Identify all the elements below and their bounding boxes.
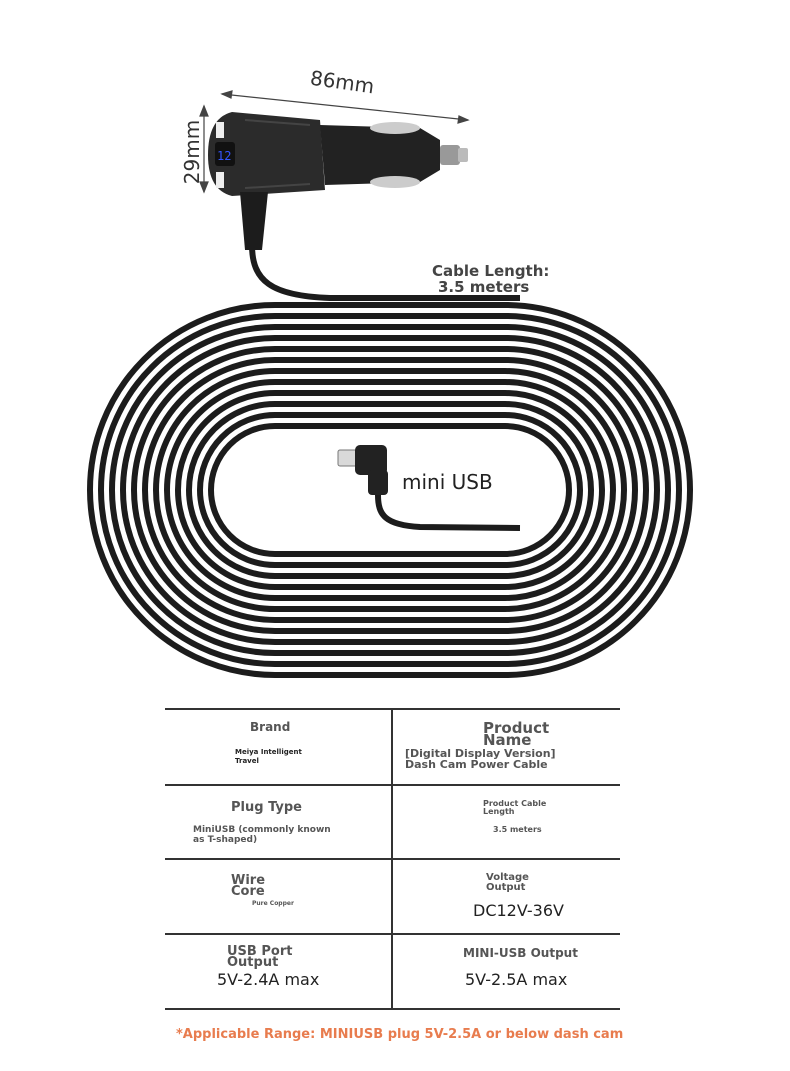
voltage-title: Voltage Output — [486, 872, 529, 893]
charger-display: 12 — [217, 149, 231, 163]
cable-lead — [249, 244, 520, 301]
voltage-cell: Voltage Output DC12V-36V — [393, 859, 620, 933]
brand-title: Brand — [250, 720, 291, 734]
plug-type-cell: Plug Type MiniUSB (commonly known as T-s… — [165, 784, 391, 858]
table-row: Brand Meiya Intelligent Travel Product N… — [165, 710, 620, 786]
wire-core-cell: Wire Core Pure Copper — [165, 859, 391, 933]
wire-core-title: Wire Core — [231, 873, 266, 899]
table-row: USB Port Output 5V-2.4A max MINI-USB Out… — [165, 934, 620, 1010]
product-name-cell: Product Name [Digital Display Version] D… — [393, 710, 620, 784]
product-illustration: 12 — [87, 90, 693, 678]
table-row: Wire Core Pure Copper Voltage Output DC1… — [165, 859, 620, 935]
product-image: 12 86mm 29mm Cable Length: 3.5 meters mi… — [87, 66, 693, 678]
inner-cable — [375, 494, 521, 531]
cable-length-value: 3.5 meters — [438, 278, 530, 296]
product-name-title: Product Name — [483, 719, 550, 749]
wire-core-value: Pure Copper — [252, 900, 294, 907]
usb-port-cell: USB Port Output 5V-2.4A max — [165, 934, 391, 1008]
usb-port-value: 5V-2.4A max — [217, 970, 320, 989]
mini-usb-output-cell: MINI-USB Output 5V-2.5A max — [393, 934, 620, 1008]
voltage-value: DC12V-36V — [473, 901, 564, 920]
plug-type-value: MiniUSB (commonly known as T-shaped) — [193, 825, 331, 845]
brand-cell: Brand Meiya Intelligent Travel — [165, 710, 391, 784]
plug-type-title: Plug Type — [231, 800, 302, 815]
cable-length-label: Cable Length: — [432, 262, 550, 280]
dimension-arrows — [199, 90, 470, 194]
cable-length-table-value: 3.5 meters — [493, 825, 542, 834]
applicable-range-note: *Applicable Range: MINIUSB plug 5V-2.5A … — [176, 1027, 624, 1042]
car-charger: 12 — [208, 112, 468, 250]
height-dimension-label: 29mm — [180, 119, 205, 185]
coiled-cable — [87, 302, 693, 678]
product-name-value: [Digital Display Version] Dash Cam Power… — [405, 747, 556, 771]
brand-value: Meiya Intelligent Travel — [235, 748, 302, 765]
spec-table: Brand Meiya Intelligent Travel Product N… — [165, 708, 620, 1010]
mini-usb-output-title: MINI-USB Output — [463, 946, 578, 960]
mini-usb-label: mini USB — [402, 470, 493, 494]
cable-length-cell: Product Cable Length 3.5 meters — [393, 784, 620, 858]
mini-usb-output-value: 5V-2.5A max — [465, 970, 568, 989]
mini-usb-connector — [337, 445, 388, 495]
usb-port-title: USB Port Output — [227, 944, 293, 970]
table-row: Plug Type MiniUSB (commonly known as T-s… — [165, 784, 620, 860]
cable-length-title: Product Cable Length — [483, 799, 547, 816]
